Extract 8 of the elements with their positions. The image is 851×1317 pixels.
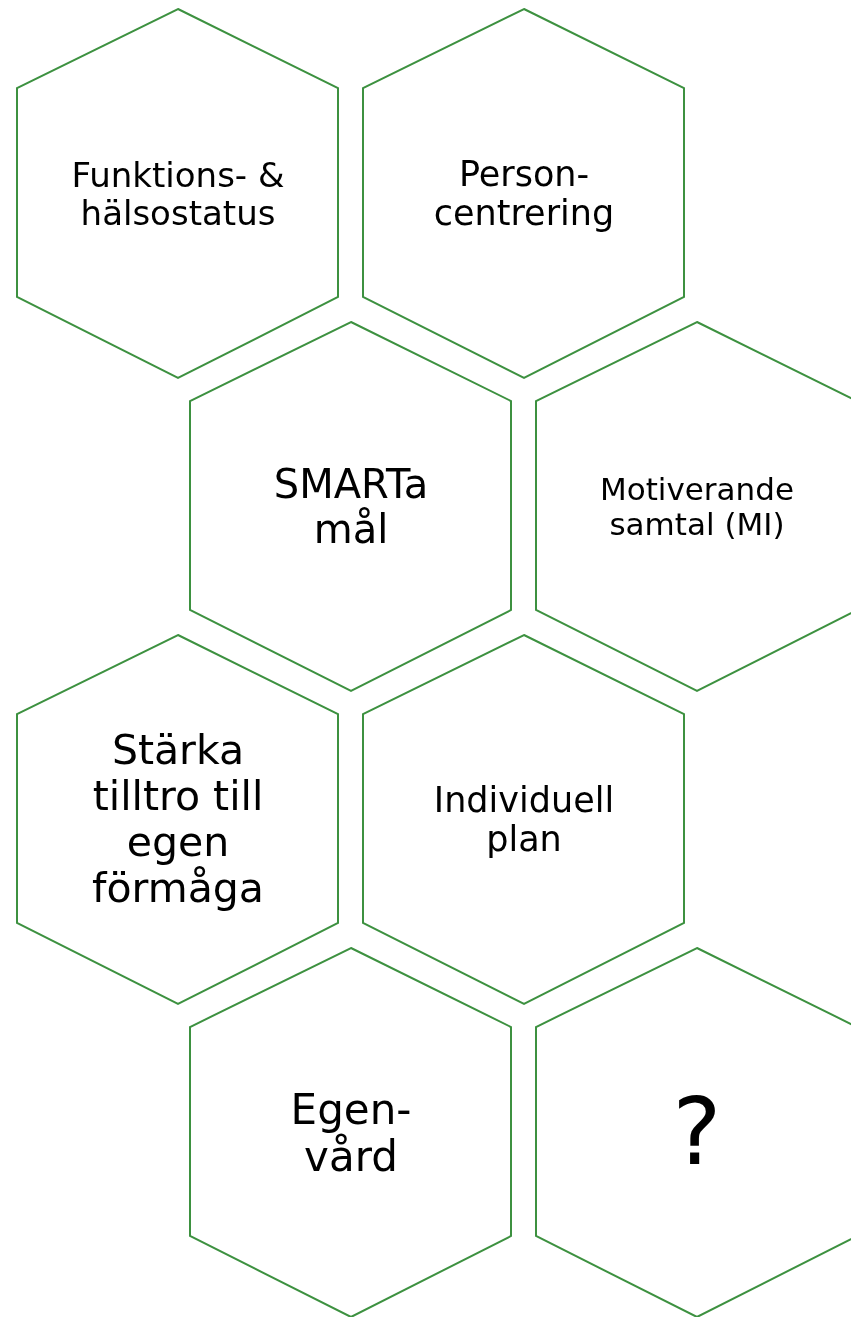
hexagon-label: Individuell plan (432, 780, 616, 860)
hexagon-label: ? (672, 1081, 722, 1185)
hexagon-label: Motiverande samtal (MI) (598, 472, 795, 542)
hexagon-label: SMARTa mål (272, 462, 430, 552)
hexagon-label: Egen- vård (289, 1085, 413, 1181)
hexagon-label: Person- centrering (432, 154, 616, 234)
hexagon-label: Stärka tilltro till egen förmåga (91, 728, 265, 912)
hexagon-label: Funktions- & hälsostatus (70, 155, 286, 233)
